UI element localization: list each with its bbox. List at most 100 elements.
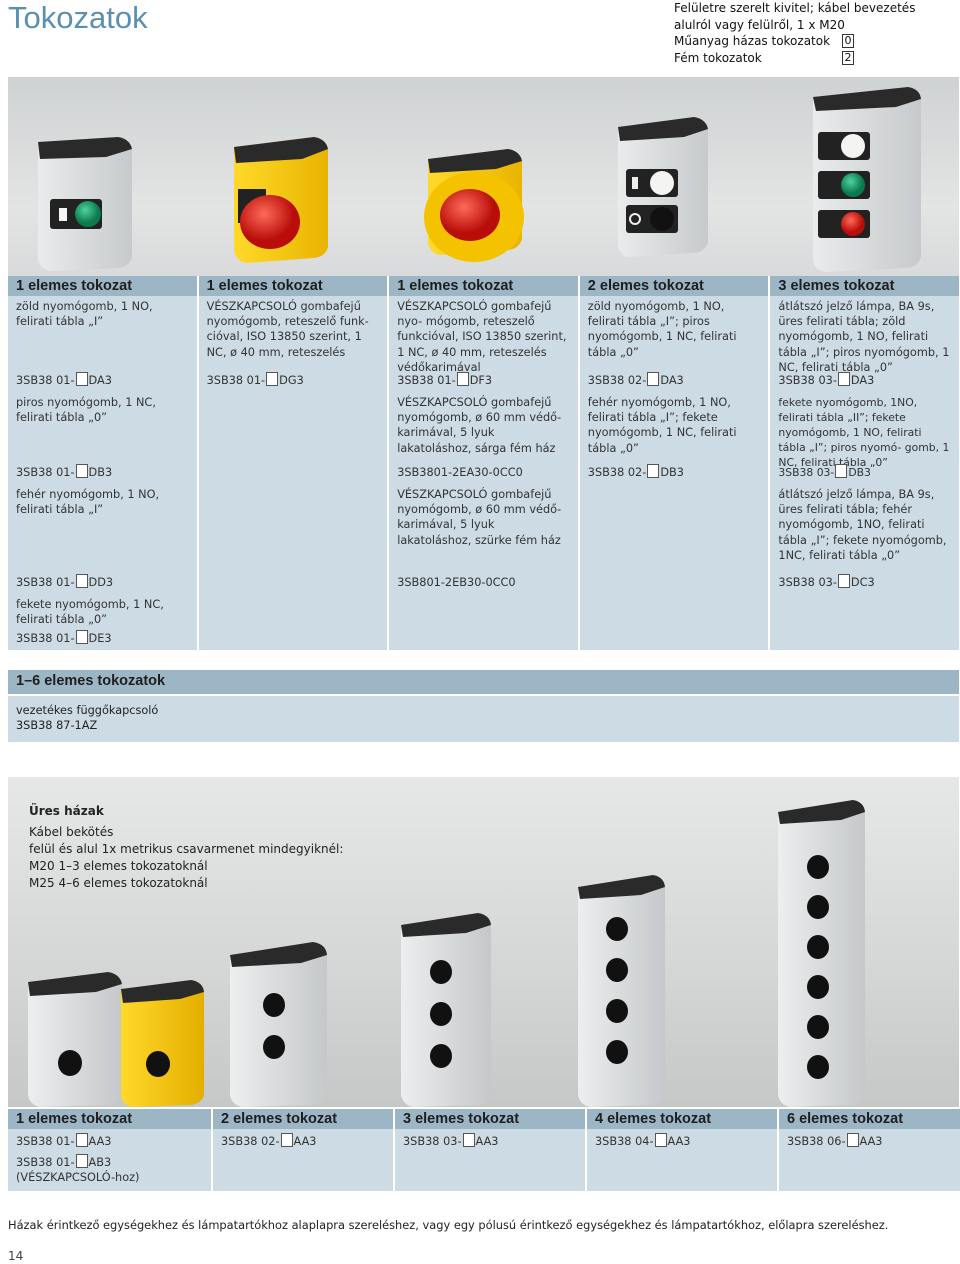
empty-enclosure-1 (28, 972, 122, 1107)
product-cell: VÉSZKAPCSOLÓ gombafejű nyomógomb, ø 60 m… (389, 392, 578, 484)
description: VÉSZKAPCSOLÓ gombafejű nyomógomb, retesz… (206, 300, 369, 359)
option-box (75, 573, 88, 588)
section-title: Üres házak (29, 804, 104, 818)
description: VÉSZKAPCSOLÓ gombafejű nyomógomb, ø 60 m… (397, 488, 562, 547)
order-code-cell: 3SB38 01-AA3 (8, 1129, 211, 1153)
option-box (75, 629, 88, 644)
note: (VÉSZKAPCSOLÓ-hoz) (16, 1171, 140, 1185)
order-code: 3SB38 87-1AZ (16, 719, 98, 733)
column-header: 1 elemes tokozat (198, 276, 388, 296)
order-code: 3SB38 01-DF3 (397, 371, 493, 387)
empty-cell (395, 1153, 585, 1191)
page-number: 14 (8, 1249, 24, 1263)
page-title: Tokozatok (8, 0, 148, 35)
order-code: 3SB38 03-DA3 (778, 371, 875, 387)
text-line: felül és alul 1x metrikus csavarmenet mi… (29, 842, 344, 856)
order-code: 3SB38 01-DG3 (206, 371, 304, 387)
empty-enclosure-4 (578, 875, 665, 1107)
column-header: 2 elemes tokozat (579, 276, 769, 296)
description: vezetékes függőkapcsoló (16, 704, 159, 717)
order-code: 3SB38 02-DA3 (587, 371, 684, 387)
enclosure-yellow-estop (234, 137, 328, 263)
empty-cell (198, 484, 388, 594)
description: átlátszó jelző lámpa, BA 9s, üres felira… (778, 488, 947, 562)
column-header: 2 elemes tokozat (213, 1109, 393, 1129)
product-photo-top (8, 77, 959, 276)
footnote: Házak érintkező egységekhez és lámpatart… (8, 1218, 889, 1232)
empty-cell (770, 594, 959, 650)
empty-enclosure-2 (230, 942, 327, 1107)
empty-enclosure-6 (778, 800, 865, 1107)
text-line: M20 1–3 elemes tokozatoknál (29, 859, 208, 873)
order-code-cell: 3SB38 04-AA3 (587, 1129, 777, 1153)
column-header: 3 elemes tokozat (395, 1109, 585, 1129)
column-header: 3 elemes tokozat (770, 276, 959, 296)
order-code: 3SB38 01-DE3 (16, 629, 112, 645)
empty-cell (579, 594, 769, 650)
empty-enclosure-table: 1 elemes tokozat 2 elemes tokozat 3 elem… (8, 1109, 960, 1191)
product-cell: átlátszó jelző lámpa, BA 9s, üres felira… (770, 296, 959, 392)
column-header: 6 elemes tokozat (779, 1109, 960, 1129)
product-photo-empty-enclosures (8, 777, 959, 1107)
column-header: 1 elemes tokozat (389, 276, 578, 296)
option-box (654, 1133, 667, 1147)
product-cell: zöld nyomógomb, 1 NO, felirati tábla „I”… (8, 296, 197, 392)
option-box (837, 371, 850, 386)
description: VÉSZKAPCSOLÓ gombafejű nyomógomb, ø 60 m… (397, 396, 562, 455)
enclosure-two-buttons (618, 117, 708, 257)
order-code: 3SB38 01-DD3 (16, 573, 114, 589)
order-code: 3SB38 01-DA3 (16, 371, 112, 387)
section-header-pendant: 1–6 elemes tokozatok (8, 670, 959, 694)
column-header: 1 elemes tokozat (8, 276, 197, 296)
order-code: 3SB38 03-DC3 (778, 573, 875, 589)
enclosure-green-button (38, 137, 132, 271)
text-line: M25 4–6 elemes tokozatoknál (29, 876, 208, 890)
product-cell: VÉSZKAPCSOLÓ gombafejű nyo- mógomb, rete… (389, 296, 578, 392)
option-box (456, 371, 469, 386)
note-line: alulról vagy felülről, 1 x M20 (674, 17, 845, 32)
option-box (75, 463, 88, 478)
description: fekete nyomógomb, 1NO, felirati tábla „I… (778, 396, 950, 469)
empty-cell (213, 1153, 393, 1191)
empty-cell (198, 392, 388, 484)
product-table: 1 elemes tokozat 1 elemes tokozat 1 elem… (8, 276, 959, 650)
empty-cell (579, 484, 769, 594)
option-box (647, 371, 660, 386)
description: fehér nyomógomb, 1 NO, felirati tábla „I… (16, 488, 160, 517)
order-code-cell: 3SB38 01-AB3(VÉSZKAPCSOLÓ-hoz) (8, 1153, 211, 1191)
option-box (75, 371, 88, 386)
product-cell: fehér nyomógomb, 1 NO, felirati tábla „I… (579, 392, 769, 484)
empty-cell (587, 1153, 777, 1191)
option-box (266, 371, 279, 386)
code-box: 0 (842, 34, 854, 48)
product-cell: piros nyomógomb, 1 NC, felirati tábla „0… (8, 392, 197, 484)
empty-cell (198, 594, 388, 650)
product-cell: zöld nyomógomb, 1 NO, felirati tábla „I”… (579, 296, 769, 392)
order-code-cell: 3SB38 02-AA3 (213, 1129, 393, 1153)
empty-enclosure-3 (401, 913, 491, 1107)
empty-cell (779, 1153, 960, 1191)
column-header: 4 elemes tokozat (587, 1109, 777, 1129)
description: VÉSZKAPCSOLÓ gombafejű nyo- mógomb, rete… (397, 300, 567, 374)
order-code: 3SB3801-2EA30-0CC0 (397, 465, 523, 479)
enclosure-yellow-shroud (424, 149, 524, 262)
product-cell: fekete nyomógomb, 1 NC, felirati tábla „… (8, 594, 197, 650)
option-box (647, 463, 660, 478)
order-code: 3SB38 01-DB3 (16, 463, 113, 479)
product-cell: fehér nyomógomb, 1 NO, felirati tábla „I… (8, 484, 197, 594)
description: zöld nyomógomb, 1 NO, felirati tábla „I” (16, 300, 153, 329)
empty-enclosure-yellow (121, 980, 204, 1107)
column-header: 1 elemes tokozat (8, 1109, 211, 1129)
enclosure-three-elements (813, 87, 921, 272)
option-box (846, 1133, 859, 1147)
product-cell: átlátszó jelző lámpa, BA 9s, üres felira… (770, 484, 959, 594)
product-cell: VÉSZKAPCSOLÓ gombafejű nyomógomb, ø 60 m… (389, 484, 578, 594)
order-code-cell: 3SB38 06-AA3 (779, 1129, 960, 1153)
order-code: 3SB38 02-DB3 (587, 463, 684, 479)
spec-notes: Felületre szerelt kivitel; kábel bevezet… (674, 0, 915, 66)
product-cell: fekete nyomógomb, 1NO, felirati tábla „I… (770, 392, 959, 484)
product-cell: VÉSZKAPCSOLÓ gombafejű nyomógomb, retesz… (198, 296, 388, 392)
description: fekete nyomógomb, 1 NC, felirati tábla „… (16, 598, 164, 627)
